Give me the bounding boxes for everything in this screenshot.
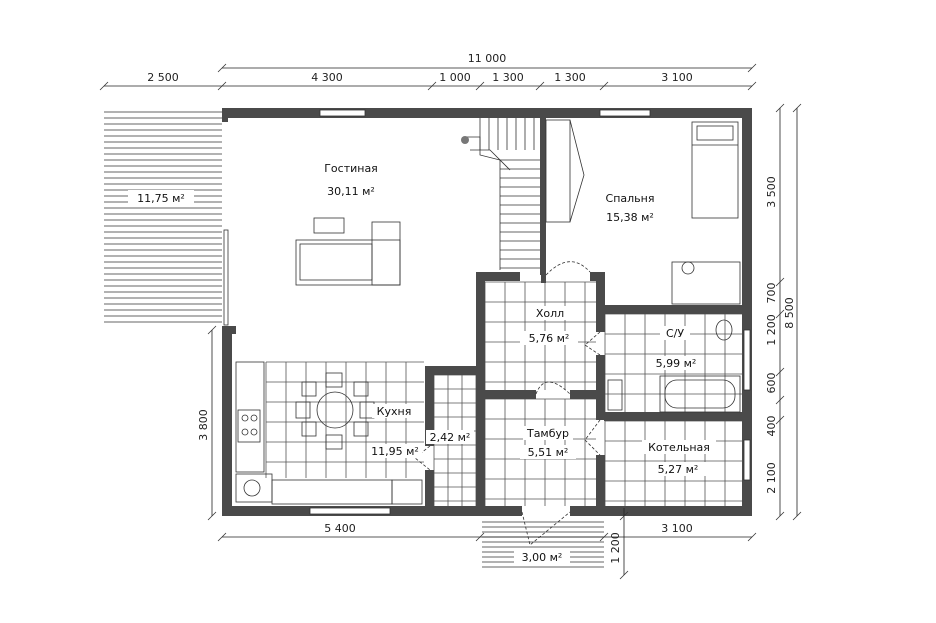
living-room-area: 30,11 м² [327, 185, 375, 198]
dim-right-6: 2 100 [765, 462, 778, 494]
dim-bottom-1: 5 400 [324, 522, 356, 535]
bed-icon [691, 121, 739, 219]
newel-post-icon [461, 136, 469, 144]
dim-tick [747, 532, 757, 542]
dim-tick [475, 81, 485, 91]
dim-tick [775, 309, 785, 319]
staircase [461, 118, 540, 270]
terrace-area: 11,75 м² [137, 192, 185, 205]
dim-right-2: 700 [765, 283, 778, 304]
dim-tick [217, 81, 227, 91]
dim-tick [207, 511, 217, 521]
wardrobe-icon [545, 119, 585, 223]
bedroom-name: Спальня [606, 192, 655, 205]
vestibule-name: Тамбур [526, 427, 569, 440]
dim-tick [599, 81, 609, 91]
kitchen-area: 11,95 м² [371, 445, 419, 458]
hall-area: 5,76 м² [529, 332, 570, 345]
dim-tick [775, 415, 785, 425]
doors [414, 261, 601, 546]
windows [223, 109, 751, 515]
dim-tick [747, 63, 757, 73]
dimension-labels: 11 000 2 500 4 300 1 000 1 300 1 300 3 1… [147, 52, 796, 564]
kitchen-name: Кухня [377, 405, 412, 418]
counter [235, 361, 265, 473]
dim-top-3: 1 000 [439, 71, 471, 84]
dim-tick [775, 395, 785, 405]
vestibule-area: 5,51 м² [528, 446, 569, 459]
toilet-icon [715, 319, 733, 341]
dim-right-total: 8 500 [783, 297, 796, 329]
tv-icon [313, 217, 345, 234]
porch-area: 3,00 м² [522, 551, 563, 564]
sink-corner-icon [235, 473, 273, 503]
bathroom-area: 5,99 м² [656, 357, 697, 370]
bathroom-name: С/У [666, 327, 684, 340]
pantry-area: 2,42 м² [430, 431, 471, 444]
stove-icon [237, 409, 261, 443]
dim-tick [775, 367, 785, 377]
dim-tick [792, 103, 802, 113]
sofa-icon [295, 221, 401, 286]
dim-tick [775, 277, 785, 287]
bathtub-icon [659, 375, 741, 413]
bedroom-area: 15,38 м² [606, 211, 654, 224]
dim-top-2: 4 300 [311, 71, 343, 84]
dim-tick [775, 511, 785, 521]
sink-icon [607, 379, 623, 411]
dim-tick [427, 81, 437, 91]
dim-tick [619, 511, 629, 521]
dim-top-6: 3 100 [661, 71, 693, 84]
dim-top-5: 1 300 [554, 71, 586, 84]
walls [222, 108, 752, 516]
dim-tick [599, 532, 609, 542]
hall-name: Холл [536, 307, 564, 320]
dim-top-total: 11 000 [468, 52, 507, 65]
dim-left: 3 800 [197, 409, 210, 441]
dim-tick [775, 103, 785, 113]
terrace [104, 111, 222, 323]
room-labels: 11,75 м² Гостиная 30,11 м² Спальня 15,38… [128, 162, 716, 564]
boiler-room-area: 5,27 м² [658, 463, 699, 476]
desk-icon [671, 261, 741, 305]
dimension-lines [104, 67, 798, 575]
dim-top-1: 2 500 [147, 71, 179, 84]
dim-porch: 1 200 [609, 532, 622, 564]
dim-right-1: 3 500 [765, 176, 778, 208]
dim-tick [619, 570, 629, 580]
dim-right-4: 600 [765, 373, 778, 394]
dim-tick [217, 63, 227, 73]
dim-tick [99, 81, 109, 91]
dim-top-4: 1 300 [492, 71, 524, 84]
dim-tick [217, 532, 227, 542]
dim-bottom-2: 3 100 [661, 522, 693, 535]
furniture [235, 119, 741, 505]
dim-tick [747, 81, 757, 91]
dim-right-5: 400 [765, 416, 778, 437]
living-room-name: Гостиная [324, 162, 378, 175]
dim-right-3: 1 200 [765, 314, 778, 346]
boiler-room-name: Котельная [648, 441, 710, 454]
dim-tick [792, 511, 802, 521]
dim-tick [207, 325, 217, 335]
dim-tick [535, 81, 545, 91]
dim-tick [475, 532, 485, 542]
dining-table-icon [295, 372, 375, 450]
